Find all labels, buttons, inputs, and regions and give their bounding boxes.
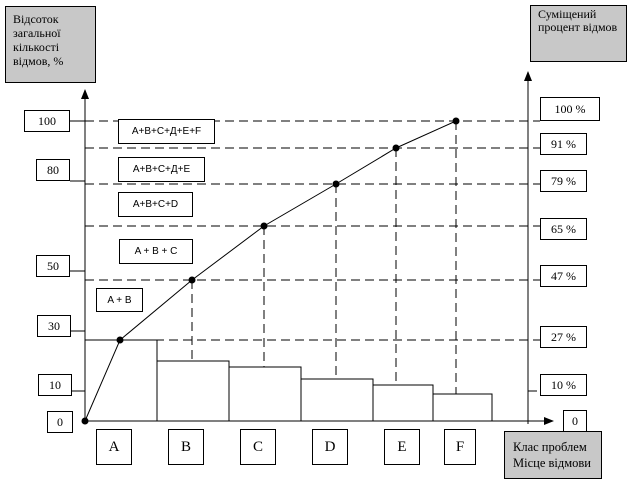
cumulative-point-origin bbox=[81, 417, 89, 425]
segment-label-abc: A + B + C bbox=[119, 239, 193, 264]
cumulative-point-e bbox=[392, 144, 400, 152]
bar-c bbox=[228, 366, 302, 422]
left-axis-title: Відсоток загальної кількості відмов, % bbox=[5, 6, 96, 83]
category-c: C bbox=[240, 429, 276, 465]
cumulative-point-d bbox=[332, 180, 340, 188]
cumulative-point-a bbox=[116, 336, 124, 344]
cumulative-point-b bbox=[188, 276, 196, 284]
segment-label-abcde: A+B+C+Д+E bbox=[118, 157, 205, 182]
left-tick-30: 30 bbox=[37, 315, 71, 337]
segment-label-ab: A + B bbox=[96, 288, 143, 312]
left-tick-10: 10 bbox=[38, 374, 72, 396]
bar-e bbox=[372, 384, 434, 422]
bar-f bbox=[432, 393, 493, 422]
right-tick-47: 47 % bbox=[540, 265, 587, 287]
left-tick-80: 80 bbox=[36, 159, 70, 181]
category-b: B bbox=[168, 429, 204, 465]
right-tick-27: 27 % bbox=[540, 326, 587, 348]
right-axis-title: Суміщений процент відмов bbox=[530, 5, 627, 62]
right-tick-10: 10 % bbox=[540, 374, 587, 396]
right-tick-65: 65 % bbox=[540, 218, 587, 240]
category-f: F bbox=[444, 429, 476, 465]
segment-label-abcd: A+B+C+D bbox=[118, 192, 193, 217]
category-a: A bbox=[96, 429, 132, 465]
category-d: D bbox=[312, 429, 348, 465]
cumulative-point-c bbox=[260, 222, 268, 230]
bar-a bbox=[84, 339, 158, 422]
x-axis-title: Клас проблем Місце відмови bbox=[504, 431, 602, 479]
segment-label-abcdef: A+B+C+Д+E+F bbox=[118, 119, 215, 144]
category-e: E bbox=[384, 429, 420, 465]
right-tick-100: 100 % bbox=[540, 97, 600, 121]
cumulative-point-f bbox=[452, 117, 460, 125]
bar-b bbox=[156, 360, 230, 422]
right-tick-0: 0 bbox=[563, 410, 587, 432]
bar-d bbox=[300, 378, 374, 422]
left-tick-100: 100 bbox=[24, 110, 70, 132]
right-tick-91: 91 % bbox=[540, 133, 587, 155]
left-tick-50: 50 bbox=[36, 255, 70, 277]
right-tick-79: 79 % bbox=[540, 170, 587, 192]
left-tick-0: 0 bbox=[47, 411, 73, 433]
